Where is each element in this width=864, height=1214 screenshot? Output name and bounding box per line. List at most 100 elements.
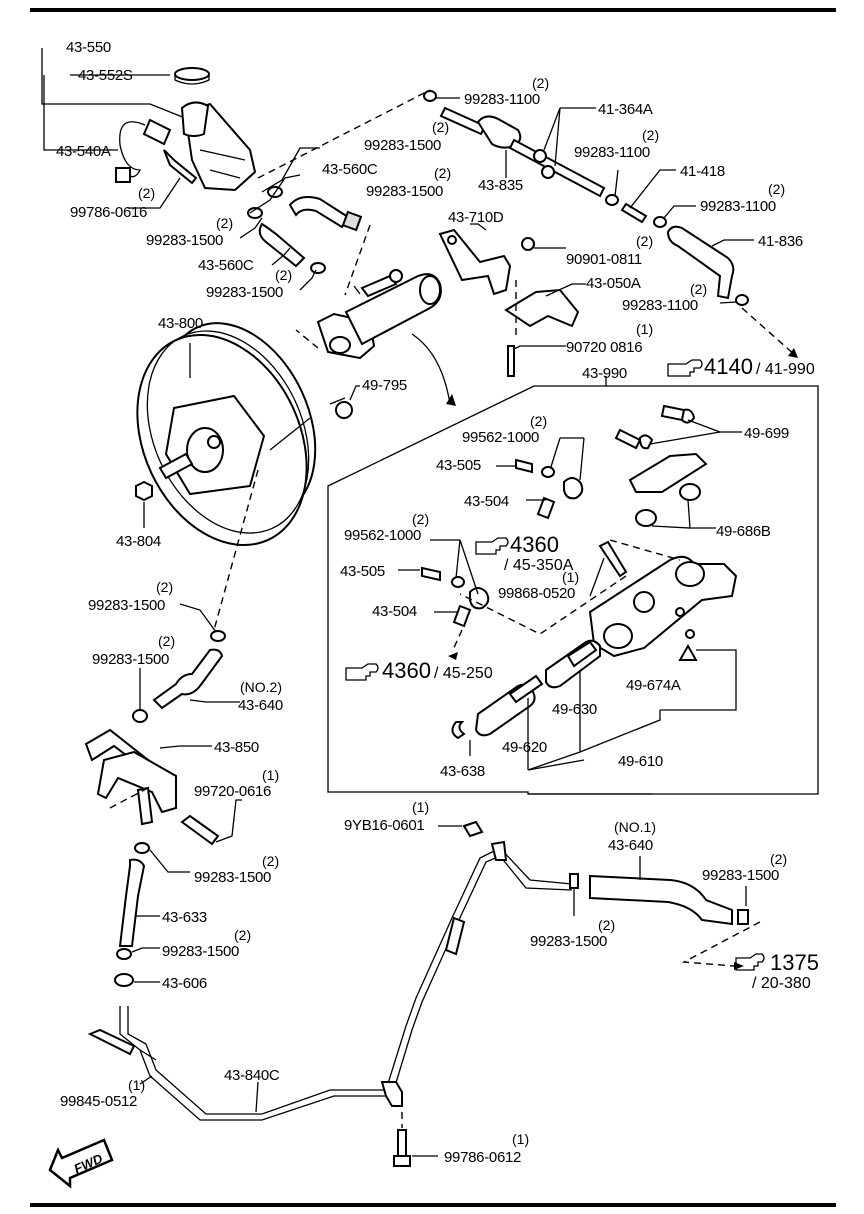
vacuum-pipe-43-840c [87,820,761,1167]
pointing-hand-icon [345,663,379,681]
ref-41-990: / 41-990 [756,361,815,378]
pointing-hand-icon [735,953,765,971]
ref-1375: 1375 / 20-380 [735,950,819,992]
label-43-840c: 43-840C [224,1067,280,1084]
label-43-504-b: 43-504 [372,603,417,620]
ref-4360-b: 4360 / 45-250 [345,658,493,683]
label-43-640-b: 43-640 [608,837,653,854]
label-43-550: 43-550 [66,39,111,56]
label-99283-1500-i: 99283-1500 [162,943,239,960]
label-43-560c-a: 43-560C [322,161,378,178]
label-49-610: 49-610 [618,753,663,770]
qty-99283-1500-d: (2) [275,267,292,283]
clutch-fluid-hoses [423,90,798,358]
clamp-41-364a [533,149,555,179]
qty-99283-1100-d: (2) [690,281,707,297]
label-43-633: 43-633 [162,909,207,926]
label-49-674a: 49-674A [626,677,681,694]
label-99786-0616: 99786-0616 [70,204,147,221]
label-9yb16-0601: 9YB16-0601 [344,817,424,834]
label-99283-1500-d: 99283-1500 [206,284,283,301]
label-90901-0811: 90901-0811 [566,251,642,268]
label-99562-1000-b: 99562-1000 [344,527,421,544]
label-49-699: 49-699 [744,425,789,442]
label-43-050a: 43-050A [586,275,641,292]
kit-parts [398,404,742,771]
label-43-638: 43-638 [440,763,485,780]
ref-1375-number: 1375 [770,950,819,975]
ref-4140: 4140 / 41-990 [667,354,815,379]
label-49-686b: 49-686B [716,523,771,540]
qty-99283-1100-c: (2) [768,181,785,197]
label-no1: (NO.1) [614,819,656,835]
label-99786-0612: 99786-0612 [444,1149,521,1166]
qty-99283-1500-g: (2) [262,853,279,869]
label-99283-1500-g: 99283-1500 [194,869,271,886]
ref-4360-a: 4360 / 45-350A [475,532,574,574]
label-41-836: 41-836 [758,233,803,250]
qty-99283-1500-a: (2) [432,119,449,135]
label-43-560c-b: 43-560C [198,257,254,274]
ref-20-380: / 20-380 [752,975,811,992]
label-43-835: 43-835 [478,177,523,194]
label-99868-0520: 99868-0520 [498,585,575,602]
qty-99562-1000-b: (2) [412,511,429,527]
ref-4360-a-number: 4360 [510,532,559,557]
label-99283-1100-c: 99283-1100 [700,198,776,215]
qty-99283-1100-b: (2) [642,127,659,143]
label-41-418: 41-418 [680,163,725,180]
label-99283-1500-e: 99283-1500 [88,597,165,614]
qty-99562-1000-a: (2) [530,413,547,429]
label-49-620: 49-620 [502,739,547,756]
label-43-990: 43-990 [582,365,627,382]
label-99283-1500-a: 99283-1500 [364,137,441,154]
label-99283-1100-a: 99283-1100 [464,91,540,108]
label-99283-1500-f: 99283-1500 [92,651,169,668]
label-no2: (NO.2) [240,679,282,695]
ref-4140-number: 4140 [704,354,753,379]
qty-99283-1500-e: (2) [156,579,173,595]
qty-9yb16-0601: (1) [412,799,429,815]
label-43-710d: 43-710D [448,209,504,226]
label-49-795: 49-795 [362,377,407,394]
label-43-800: 43-800 [158,315,203,332]
brake-fluid-reservoir [41,48,257,209]
label-43-640-a: 43-640 [238,697,283,714]
qty-99720-0616: (1) [262,767,279,783]
qty-99868-0520: (1) [562,569,579,585]
reservoir-hoses [239,89,431,296]
label-99845-0512: 99845-0512 [60,1093,137,1110]
qty-99786-0616: (2) [138,185,155,201]
label-99720-0616: 99720-0616 [194,783,271,800]
label-90720-0816: 90720 0816 [566,339,642,356]
label-43-504-a: 43-504 [464,493,509,510]
bottom-rule [30,1203,836,1207]
label-43-505-b: 43-505 [340,563,385,580]
qty-99283-1500-c: (2) [216,215,233,231]
label-99283-1100-d: 99283-1100 [622,297,698,314]
label-43-552s: 43-552S [78,67,133,84]
label-43-505-a: 43-505 [436,457,481,474]
label-43-850: 43-850 [214,739,259,756]
qty-90720-0816: (1) [636,321,653,337]
label-99283-1100-b: 99283-1100 [574,144,650,161]
qty-99283-1500-f: (2) [158,633,175,649]
qty-90901-0811: (2) [636,233,653,249]
label-49-630: 49-630 [552,701,597,718]
kit-43-990-box [327,376,819,795]
qty-99283-1500-b: (2) [434,165,451,181]
label-99283-1500-j: 99283-1500 [530,933,607,950]
qty-99283-1500-i: (2) [234,927,251,943]
top-rule [30,8,836,12]
label-99283-1500-h: 99283-1500 [702,867,779,884]
master-cylinder [295,269,442,360]
brake-booster-43-800 [136,322,360,631]
qty-99283-1500-h: (2) [770,851,787,867]
label-99283-1500-b: 99283-1500 [366,183,443,200]
pointing-hand-icon [667,359,703,377]
bracket-43-710d [411,223,586,406]
label-43-606: 43-606 [162,975,207,992]
qty-99786-0612: (1) [512,1131,529,1147]
pointing-hand-icon [475,537,509,555]
